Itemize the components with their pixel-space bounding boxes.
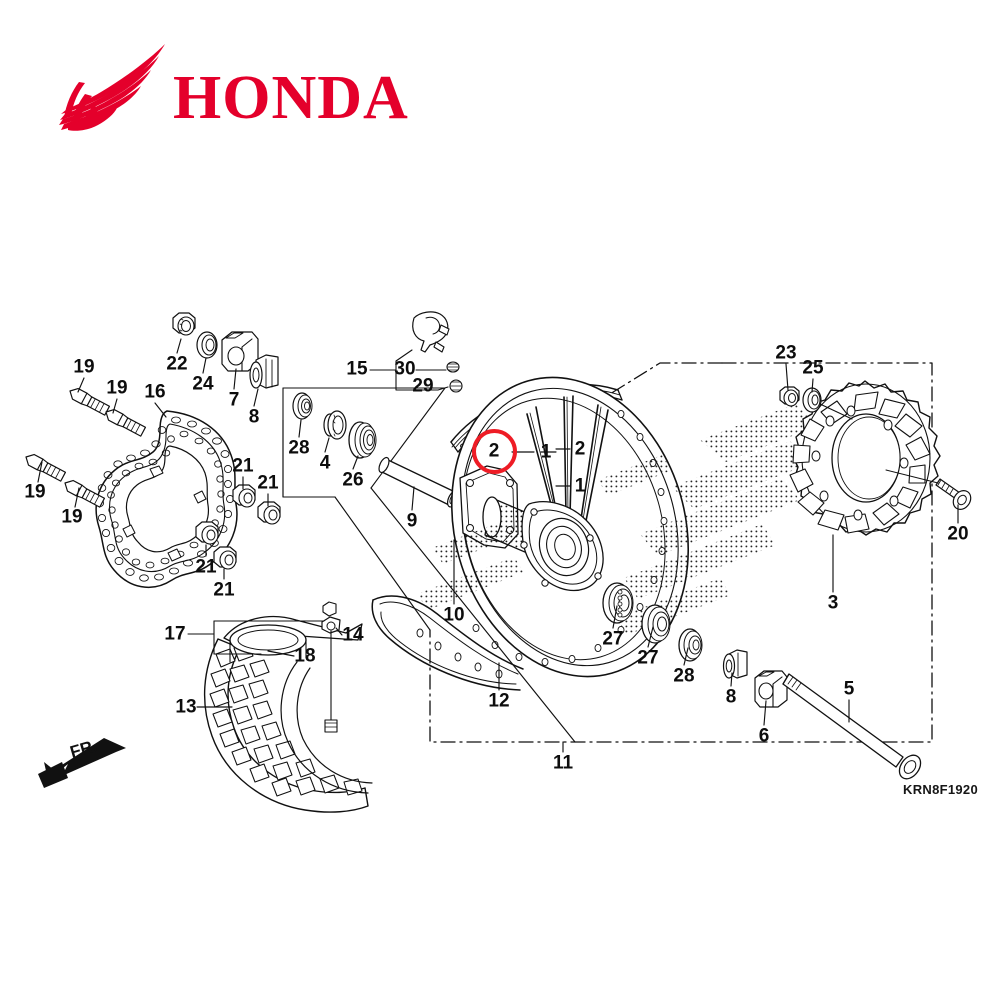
callout-21[interactable]: 21 <box>195 556 217 578</box>
callout-13[interactable]: 13 <box>175 696 197 718</box>
part-23-sprocket-nut <box>779 386 800 407</box>
callout-17[interactable]: 17 <box>164 623 186 645</box>
callout-2[interactable]: 2 <box>574 438 586 460</box>
part-25-sprocket-washer <box>802 387 822 413</box>
brand-name-text: HONDA <box>173 66 409 128</box>
callout-19[interactable]: 19 <box>73 356 95 378</box>
callout-30[interactable]: 30 <box>394 358 416 380</box>
callout-21[interactable]: 21 <box>232 455 254 477</box>
part-28-seal-left <box>292 392 313 420</box>
part-27-bearing-a <box>602 582 634 624</box>
callout-28[interactable]: 28 <box>673 665 695 687</box>
callout-23[interactable]: 23 <box>775 342 797 364</box>
shading-hatch <box>417 404 820 635</box>
callout-21[interactable]: 21 <box>213 579 235 601</box>
callout-9[interactable]: 9 <box>406 510 418 532</box>
callout-12[interactable]: 12 <box>488 690 510 712</box>
part-9-distance-collar <box>378 456 460 508</box>
diagram-code: KRN8F1920 <box>903 782 978 797</box>
part-3-driven-sprocket <box>789 380 941 536</box>
callout-21[interactable]: 21 <box>257 472 279 494</box>
part-29-valve-nut <box>449 379 463 393</box>
callout-1[interactable]: 1 <box>540 441 552 463</box>
part-10-wheel-hub <box>459 465 604 592</box>
part-14-tube-valve <box>321 601 341 733</box>
callout-27[interactable]: 27 <box>602 628 624 650</box>
callout-15[interactable]: 15 <box>346 358 368 380</box>
honda-logo: HONDA <box>55 38 535 138</box>
part-26-bearing <box>348 421 377 459</box>
callout-16[interactable]: 16 <box>144 381 166 403</box>
part-19-bolts <box>25 387 147 508</box>
callout-6[interactable]: 6 <box>758 725 770 747</box>
callout-14[interactable]: 14 <box>342 624 364 646</box>
callout-20[interactable]: 20 <box>947 523 969 545</box>
callout-4[interactable]: 4 <box>319 452 331 474</box>
callout-24[interactable]: 24 <box>192 373 214 395</box>
part-17-inner-tube <box>280 661 373 794</box>
honda-wordmark: HONDA <box>173 66 409 128</box>
callout-27[interactable]: 27 <box>637 647 659 669</box>
part-28-seal-right <box>678 628 703 662</box>
front-direction-arrow: FR. <box>38 736 126 788</box>
part-20-sprocket-bolt <box>935 478 972 510</box>
part-5-rear-axle <box>782 673 922 780</box>
callout-1[interactable]: 1 <box>574 475 586 497</box>
part-18-rim-band <box>223 615 363 663</box>
honda-wing-icon <box>59 44 165 131</box>
part-24-collar <box>196 331 218 359</box>
leader-lines <box>37 338 959 753</box>
part-8-side-collar-upper <box>249 354 279 389</box>
part-21-nuts <box>195 484 281 570</box>
callout-29[interactable]: 29 <box>412 375 434 397</box>
callout-18[interactable]: 18 <box>294 645 316 667</box>
part-12-spoke-set <box>371 595 524 691</box>
callout-26[interactable]: 26 <box>342 469 364 491</box>
part-27-bearing-b <box>641 604 671 644</box>
part-8-side-collar-lower <box>722 649 748 679</box>
callout-10[interactable]: 10 <box>443 604 465 626</box>
callout-11[interactable]: 11 <box>552 752 574 774</box>
callout-19[interactable]: 19 <box>106 377 128 399</box>
callout-8[interactable]: 8 <box>725 686 737 708</box>
callout-5[interactable]: 5 <box>843 678 855 700</box>
part-4-oil-seal <box>323 410 347 440</box>
callout-2-highlighted[interactable]: 2 <box>488 440 500 462</box>
callout-19[interactable]: 19 <box>61 506 83 528</box>
callout-8[interactable]: 8 <box>248 406 260 428</box>
callout-28[interactable]: 28 <box>288 437 310 459</box>
highlight-ring <box>472 429 517 474</box>
callout-19[interactable]: 19 <box>24 481 46 503</box>
callout-7[interactable]: 7 <box>228 389 240 411</box>
part-22-nut <box>172 312 196 336</box>
callout-22[interactable]: 22 <box>166 353 188 375</box>
callout-25[interactable]: 25 <box>802 357 824 379</box>
part-30-valve-cap <box>446 361 460 373</box>
part-13-tire <box>203 638 369 813</box>
callout-3[interactable]: 3 <box>827 592 839 614</box>
part-15-valve-assembly <box>412 311 450 353</box>
part-6-chain-adjuster-bracket <box>754 670 788 708</box>
